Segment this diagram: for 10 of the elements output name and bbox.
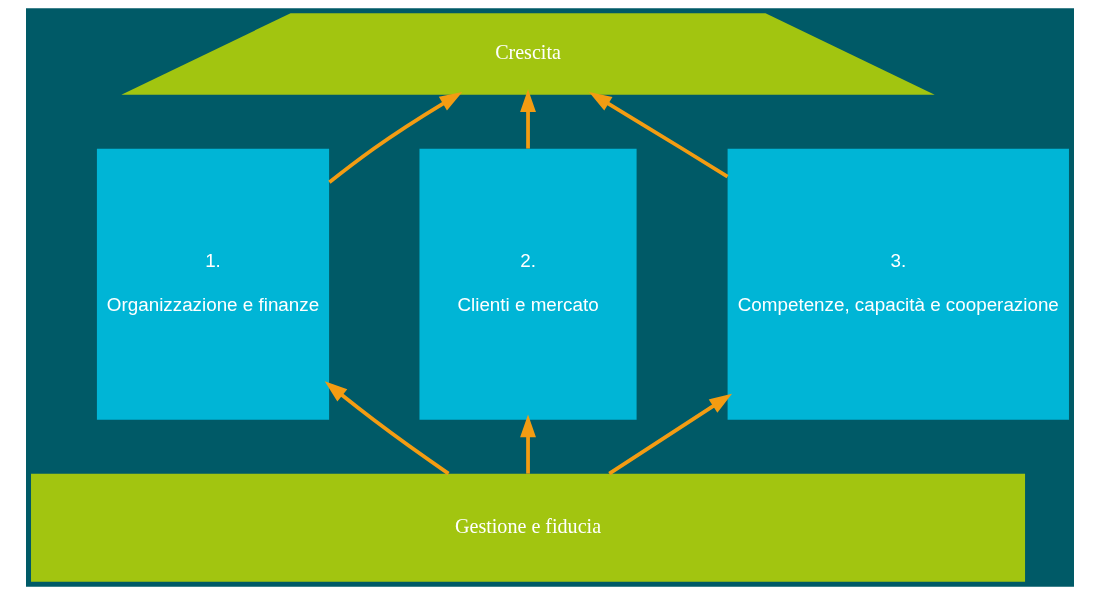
- node-box: Gestione e fiducia: [31, 473, 1026, 582]
- arrow: [589, 91, 729, 179]
- node-box: 2. Clienti e mercato: [419, 148, 637, 420]
- node-box: 1. Organizzazione e finanze: [96, 148, 330, 420]
- arrow: [520, 89, 536, 149]
- node-box: 3. Competenze, capacità e cooperazione: [727, 148, 1069, 420]
- arrow: [324, 381, 450, 476]
- arrow: [520, 414, 536, 474]
- arrow: [328, 92, 463, 184]
- arrow: [608, 393, 733, 476]
